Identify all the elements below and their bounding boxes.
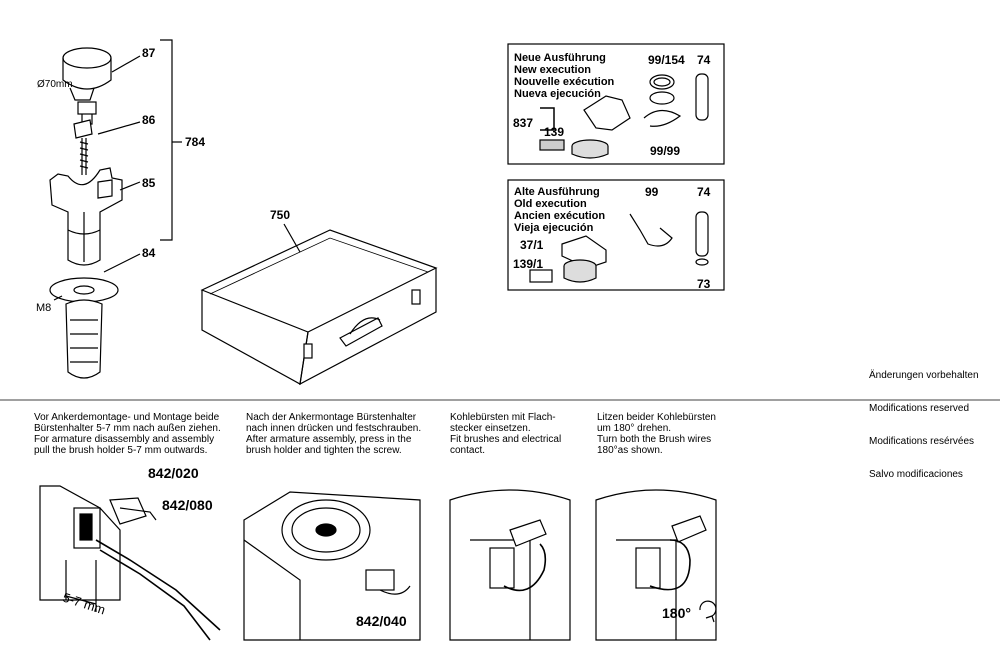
label-784: 784 — [185, 135, 206, 149]
new-execution-title: Neue Ausführung New execution Nouvelle e… — [514, 52, 615, 100]
label-85: 85 — [142, 176, 156, 190]
instruction-step3: Kohlebürsten mit Flach- stecker einsetze… — [450, 412, 562, 456]
old-execution-box — [507, 179, 725, 291]
label-842-040: 842/040 — [356, 613, 407, 629]
label-84: 84 — [142, 246, 156, 260]
label-99-99: 99/99 — [650, 144, 681, 158]
instruction-step1: Vor Ankerdemontage- und Montage beide Bü… — [34, 412, 221, 456]
instruction-step2: Nach der Ankermontage Bürstenhalter nach… — [246, 412, 422, 456]
label-m8: M8 — [36, 302, 52, 314]
step3-illustration — [449, 489, 571, 641]
label-74-new: 74 — [697, 53, 711, 67]
step1-illustration — [39, 485, 221, 641]
side-handle-grip — [65, 299, 103, 379]
label-86: 86 — [142, 113, 156, 127]
label-139: 139 — [544, 125, 565, 139]
clamp-bolt-86 — [73, 119, 93, 175]
washer-84 — [49, 277, 119, 303]
changes-note: Änderungen vorbehalten Modifications res… — [869, 370, 979, 480]
rotation-arrow-icon — [699, 600, 717, 623]
depth-stop-ring-87 — [62, 47, 112, 101]
label-74-old: 74 — [697, 185, 711, 199]
label-842-080: 842/080 — [162, 497, 213, 513]
label-180-degrees: 180° — [662, 605, 691, 621]
label-139-1: 139/1 — [513, 257, 544, 271]
label-99-154: 99/154 — [648, 53, 685, 67]
old-execution-title: Alte Ausführung Old execution Ancien exé… — [514, 186, 606, 234]
label-837: 837 — [513, 116, 534, 130]
step4-illustration — [595, 489, 717, 641]
label-842-020: 842/020 — [148, 465, 199, 481]
label-87: 87 — [142, 46, 156, 60]
label-37-1: 37/1 — [520, 238, 544, 252]
instruction-step4: Litzen beider Kohlebürsten um 180° drehe… — [597, 412, 716, 456]
label-99: 99 — [645, 185, 659, 199]
new-execution-box — [507, 43, 725, 165]
label-diameter-70mm: Ø70mm — [37, 79, 73, 90]
handle-clamp-85 — [49, 167, 123, 266]
label-750: 750 — [270, 208, 291, 222]
label-73: 73 — [697, 277, 711, 291]
carrying-case-750 — [200, 223, 438, 386]
step2-illustration — [243, 491, 421, 641]
